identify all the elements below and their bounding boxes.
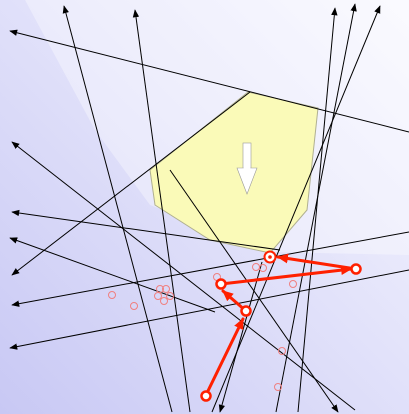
constraint-line [218,261,263,413]
target-marker-icon [263,250,277,264]
intersection-marker [162,285,170,293]
intersection-marker [274,383,282,391]
constraint-line [11,231,409,307]
intersection-marker [259,264,267,272]
path-vertices [200,250,362,402]
constraint-lines [9,3,409,413]
intersection-marker [289,280,297,288]
path-step [276,253,358,271]
constraint-line [297,7,338,413]
intersection-marker [156,285,164,293]
constraint-line [275,3,357,413]
intersection-marker [166,292,174,300]
constraint-line [11,141,356,411]
constraint-line [9,269,409,350]
constraint-line [132,9,191,413]
feasible-region [149,91,319,254]
intersection-marker [108,291,116,299]
intersection-marker [278,347,286,355]
intersection-marker [160,297,168,305]
circle-marker-icon [215,278,227,290]
intersection-marker [154,292,162,300]
constraint-line [62,5,173,413]
circle-marker-icon [350,263,362,275]
constraint-line [11,209,281,251]
circle-marker-icon [200,390,212,402]
path-step [219,265,353,286]
path-step [204,317,245,397]
intersection-marker [130,302,138,310]
circle-marker-icon [240,305,252,317]
constraint-line [11,91,251,276]
constraint-line [211,5,381,413]
down-arrow-icon [236,142,258,195]
constraint-line [9,29,409,133]
intersection-markers [108,263,297,391]
